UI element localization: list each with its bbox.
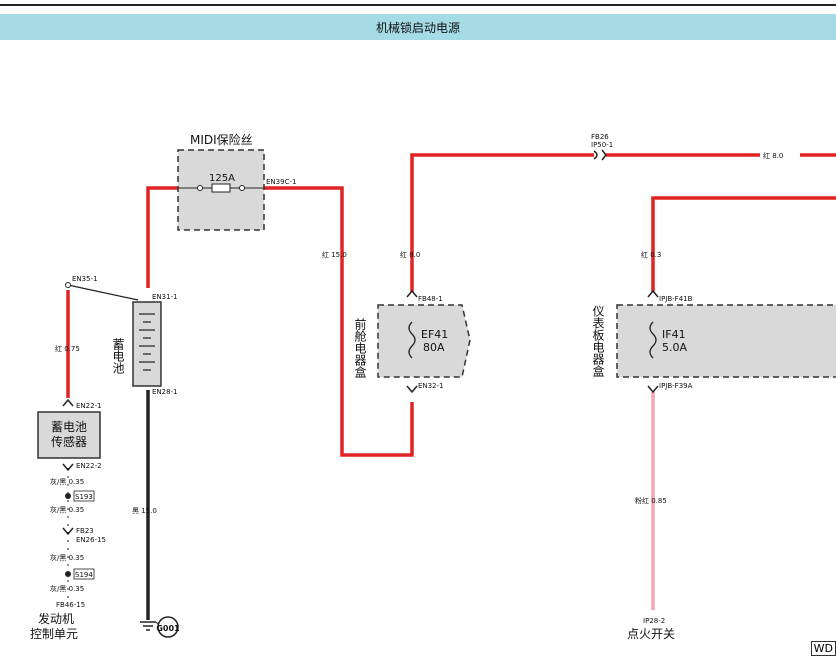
connector-arrow-icon (647, 385, 659, 394)
sensor-pin-bottom: EN22-2 (76, 462, 102, 470)
wire-label-sensor-red: 红 0.75 (55, 344, 80, 353)
splice-dot-icon (65, 571, 71, 577)
connector-arrow-icon (406, 289, 418, 298)
splice-dot-icon (65, 493, 71, 499)
fuse-terminal-icon (239, 185, 245, 191)
connector-ip50: IP50-1 (591, 141, 613, 149)
ground-label: G001 (156, 624, 180, 633)
battery-box (132, 301, 162, 387)
ecu-pin: FB46-15 (56, 601, 85, 609)
battery-label: 蓄电池 (111, 338, 125, 374)
connector-arrow-icon (601, 149, 607, 161)
splice-s193: S193 (75, 493, 93, 501)
wire-front-box-to-connector (410, 153, 594, 292)
splice-s194: S194 (75, 571, 93, 579)
wire-fuse-to-front-box (264, 186, 414, 457)
dash-box-fuse: IF41 (662, 328, 686, 341)
wire-label-top-red: 红 8.0 (763, 151, 783, 160)
battery-icon (139, 313, 155, 371)
front-box-pin-out: EN32-1 (418, 382, 444, 390)
ecu-label: 发动机控制单元 (30, 611, 78, 641)
fuse-icon (408, 321, 416, 359)
splice-box (73, 490, 95, 502)
wire-label-bg (760, 149, 800, 161)
page-title: 机械锁启动电源 (375, 21, 460, 35)
wire-label-dash-in: 红 0.3 (641, 250, 661, 259)
wire-label-gray1: 灰/黑 0.35 (50, 477, 84, 486)
connector-arrow-icon (62, 463, 74, 472)
wire-sensor-lead (67, 284, 139, 301)
dash-box-rating: 5.0A (662, 341, 687, 354)
battery-sensor-box (37, 411, 101, 459)
connector-arrow-icon (62, 527, 74, 536)
battery-pin-neg: EN28-1 (152, 388, 178, 396)
wire-label-pink: 粉红 0.85 (635, 496, 667, 505)
wire-label-fuse-out: 红 15.0 (322, 250, 347, 259)
midi-fuse-out-pin: EN39C-1 (266, 178, 296, 186)
battery-pin-sensor: EN35-1 (72, 275, 98, 283)
front-box-label: 前舱电器盒 (353, 317, 367, 378)
ground-tag (157, 616, 179, 638)
battery-sensor-label: 蓄电池传感器 (51, 420, 87, 449)
dash-box (616, 304, 836, 378)
connector-en26: EN26-15 (76, 536, 106, 544)
wire-battery-to-fuse (146, 186, 178, 288)
wire-label-gray2: 灰/黑 0.35 (50, 505, 84, 514)
page-code: WD (810, 641, 836, 656)
connector-arrow-icon (406, 385, 418, 394)
front-box-pin-in: FB48-1 (418, 295, 443, 303)
wire-label-gray3: 灰/黑 0.35 (50, 553, 84, 562)
front-box (377, 304, 471, 378)
ignition-label: 点火开关 (627, 627, 675, 641)
sensor-pin-top: EN22-1 (76, 402, 102, 410)
connector-fb23: FB23 (76, 527, 94, 535)
wire-dash-box-in (651, 196, 836, 292)
dash-box-pin-in: IPJB-F41B (659, 295, 693, 303)
front-box-fuse: EF41 (421, 328, 448, 341)
ignition-pin: IP28-2 (643, 617, 665, 625)
wire-label-ground: 黑 15.0 (132, 507, 157, 515)
splice-box (73, 568, 95, 580)
dash-box-label: 仪表板电器盒 (591, 305, 605, 377)
midi-fuse-label: MIDI保险丝 (190, 132, 253, 147)
fuse-icon (211, 183, 231, 193)
battery-pin-pos: EN31-1 (152, 293, 178, 301)
midi-fuse-rating: 125A (209, 173, 235, 184)
connector-icon (593, 150, 598, 160)
front-box-rating: 80A (423, 341, 445, 354)
wire-label-box-in: 红 8.0 (400, 250, 420, 259)
connector-fb26: FB26 (591, 133, 609, 141)
fuse-icon (649, 321, 657, 359)
header-rule (0, 4, 836, 6)
wire-label-gray4: 灰/黑 0.35 (50, 584, 84, 593)
sensor-terminal-icon (65, 282, 71, 288)
fuse-terminal-icon (197, 185, 203, 191)
connector-arrow-icon (62, 398, 74, 407)
title-banner: 机械锁启动电源 (0, 14, 836, 40)
dash-box-pin-out: IPJB-F39A (659, 382, 693, 390)
connector-arrow-icon (647, 289, 659, 298)
